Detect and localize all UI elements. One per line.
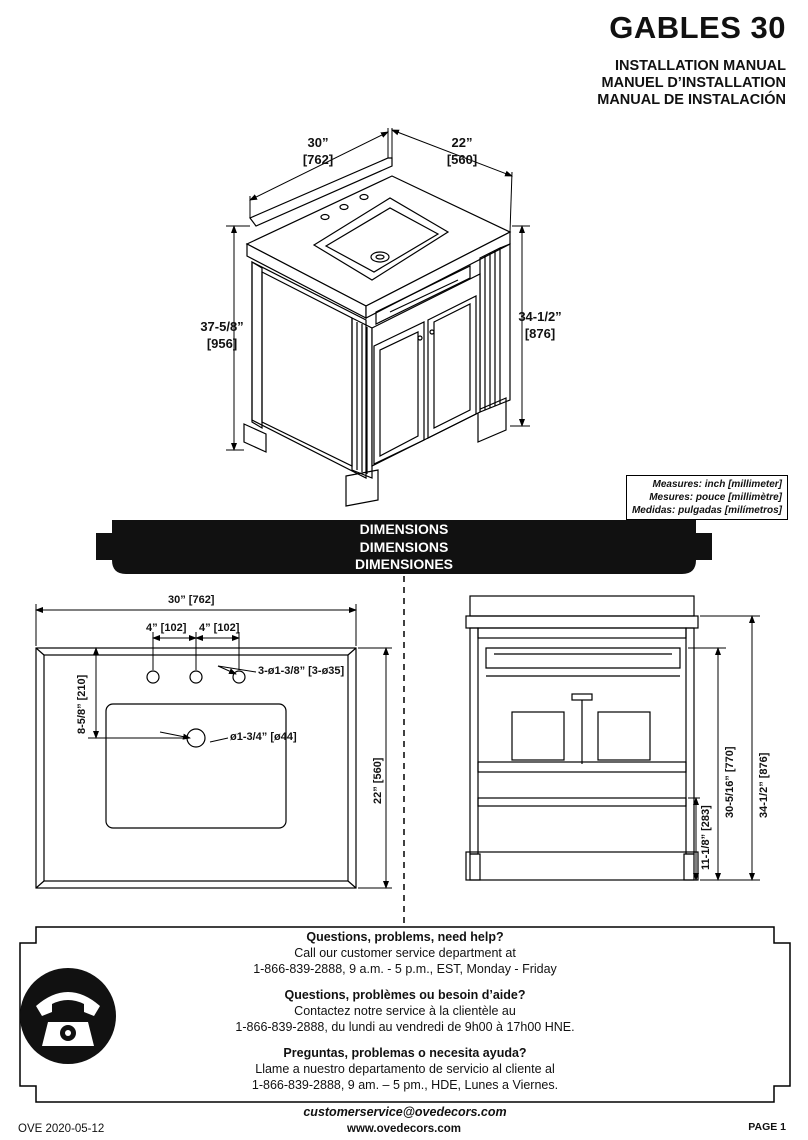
help-fr: Questions, problèmes ou besoin d’aide? C…: [20, 987, 790, 1035]
help-fr-line-1: Contactez notre service à la clientèle a…: [294, 1004, 516, 1018]
banner-line-es: DIMENSIONES: [354, 556, 453, 572]
support-email-link[interactable]: customerservice@ovedecors.com: [303, 1105, 507, 1119]
subtitle-fr: MANUEL D’INSTALLATION: [601, 75, 786, 91]
page-title: GABLES 30: [609, 10, 786, 45]
help-en-line-2: 1-866-839-2888, 9 a.m. - 5 p.m., EST, Mo…: [253, 962, 557, 976]
opening-height-label: 30-5/16” [770]: [724, 746, 736, 818]
iso-height-inch: 37-5/8”: [200, 319, 244, 334]
plan-depth-label: 22” [560]: [372, 757, 384, 804]
help-es: Preguntas, problemas o necesita ayuda? L…: [20, 1045, 790, 1093]
help-fr-line-2: 1-866-839-2888, du lundi au vendredi de …: [235, 1020, 575, 1034]
total-height-label: 34-1/2” [876]: [758, 752, 770, 818]
plan-width-label: 30” [762]: [168, 594, 215, 606]
help-es-line-2: 1-866-839-2888, 9 am. – 5 pm., HDE, Lune…: [251, 1078, 559, 1092]
help-box-frame: [19, 926, 791, 1103]
phone-icon: [20, 968, 116, 1064]
footer-website-link[interactable]: www.ovedecors.com: [347, 1123, 461, 1135]
shelf-height-label: 11-1/8” [283]: [700, 805, 712, 870]
units-legend-es: Medidas: pulgadas [milímetros]: [631, 505, 782, 516]
iso-width-inch: 30”: [307, 135, 329, 150]
help-en-line-1: Call our customer service department at: [294, 946, 516, 960]
help-en-title: Questions, problems, need help?: [306, 930, 504, 944]
footer-page-number: PAGE 1: [748, 1121, 786, 1133]
iso-counter-height-label: 34-1/2” [876]: [508, 308, 572, 342]
help-es-line-1: Llame a nuestro departamento de servicio…: [255, 1062, 555, 1076]
dimensions-banner-shape: [96, 520, 712, 574]
subtitle-es: MANUAL DE INSTALACIÓN: [597, 92, 786, 108]
iso-depth-inch: 22”: [451, 135, 473, 150]
dimensions-banner: DIMENSIONS DIMENSIONS DIMENSIONES: [0, 521, 808, 574]
faucet-holes-label: 3-ø1-3/8” [3-ø35]: [258, 665, 345, 677]
drain-label: ø1-3/4” [ø44]: [230, 731, 297, 743]
help-fr-title: Questions, problèmes ou besoin d’aide?: [284, 988, 526, 1002]
iso-depth-mm: [560]: [446, 152, 478, 167]
subtitle-en: INSTALLATION MANUAL: [614, 58, 786, 74]
banner-line-en: DIMENSIONS: [359, 521, 449, 537]
sink-offset-label: 8-5/8” [210]: [76, 674, 88, 734]
iso-height-label: 37-5/8” [956]: [192, 318, 252, 352]
plan-spacing-1-label: 4” [102]: [146, 622, 187, 634]
help-es-title: Preguntas, problemas o necesita ayuda?: [283, 1046, 527, 1060]
iso-counter-height-inch: 34-1/2”: [518, 309, 562, 324]
iso-counter-height-mm: [876]: [524, 326, 556, 341]
front-view-drawing: [465, 595, 699, 881]
banner-line-fr: DIMENSIONS: [359, 538, 449, 555]
units-legend-fr: Mesures: pouce [millimètre]: [649, 492, 782, 503]
iso-height-mm: [956]: [206, 336, 238, 351]
units-legend-en: Measures: inch [millimeter]: [652, 479, 782, 490]
help-en: Questions, problems, need help? Call our…: [20, 929, 790, 977]
plan-spacing-2-label: 4” [102]: [199, 622, 240, 634]
iso-width-label: 30” [762]: [296, 134, 340, 168]
units-legend: Measures: inch [millimeter] Mesures: pou…: [625, 475, 788, 520]
footer-version: OVE 2020-05-12: [18, 1123, 105, 1135]
iso-depth-label: 22” [560]: [440, 134, 484, 168]
iso-width-mm: [762]: [302, 152, 334, 167]
vanity-isometric-drawing: [243, 157, 512, 507]
